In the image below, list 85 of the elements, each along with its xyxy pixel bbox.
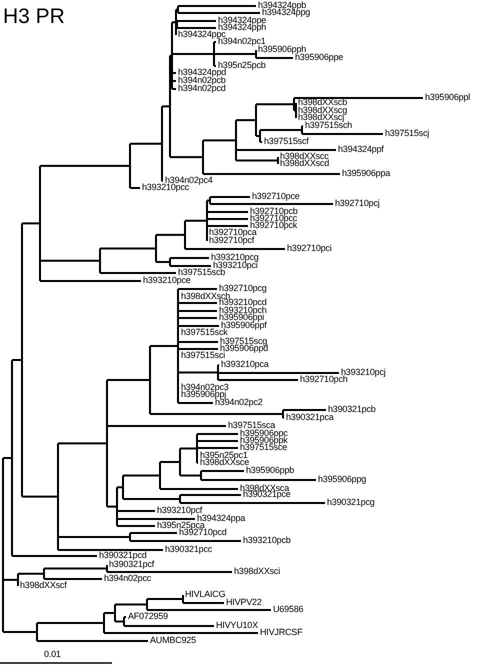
taxon-label: h390321pcb <box>328 405 376 414</box>
taxon-label: h393210pce <box>143 276 191 285</box>
taxon-label: h397515sci <box>181 351 226 360</box>
taxon-label: h395906ppg <box>318 475 366 484</box>
taxon-label: h394n02pcd <box>178 84 226 93</box>
taxon-label: h390321pcf <box>109 560 154 569</box>
taxon-label: h395906ppd <box>220 344 268 353</box>
taxon-label: h390321pce <box>243 490 291 499</box>
taxon-label: HIVPV22 <box>226 598 262 607</box>
taxon-label: h398dXXscc <box>280 152 329 161</box>
taxon-label: h393210pcj <box>341 368 386 377</box>
taxon-label: h393210pcg <box>211 253 259 262</box>
taxon-label: h394n02pcb <box>178 76 226 85</box>
taxon-label: h394324ppa <box>197 514 246 523</box>
taxon-label: h394324ppf <box>338 145 384 154</box>
taxon-label: U69586 <box>273 605 304 614</box>
taxon-label: h397515scb <box>178 268 226 277</box>
taxon-label: h393210pca <box>221 360 269 369</box>
taxon-label: h392710pcc <box>250 214 298 223</box>
taxon-label: h394n02pc4 <box>165 176 213 185</box>
taxon-label: h398dXXsca <box>240 484 290 493</box>
taxon-label: h394324ppe <box>218 16 266 25</box>
taxon-label: h398dXXscd <box>280 159 330 168</box>
taxon-label: h392710pch <box>300 375 348 384</box>
taxon-label: HIVJRCSF <box>260 628 302 637</box>
taxon-label: h392710pcb <box>250 207 298 216</box>
taxon-label: AUMBC925 <box>150 636 196 645</box>
taxon-label: h395906ppi <box>219 313 264 322</box>
taxon-label: h395906ppa <box>342 169 390 178</box>
taxon-label: h398dXXscf <box>20 581 67 590</box>
taxon-label: h392710pcg <box>219 284 267 293</box>
taxon-label: h397515scj <box>385 129 430 138</box>
taxon-label: h390321pcd <box>99 551 147 560</box>
taxon-label: h394324pph <box>218 23 266 32</box>
taxon-label: h394324ppg <box>262 8 310 17</box>
taxon-label: h395906ppj <box>181 390 226 399</box>
taxon-label: h394n02pc2 <box>215 398 263 407</box>
taxon-label: HIVYU10X <box>216 621 258 630</box>
taxon-label: h398dXXscj <box>298 113 344 122</box>
taxon-label: h393210pch <box>219 306 267 315</box>
taxon-label: h394n02pcc <box>104 574 152 583</box>
taxon-label: h394n02pc1 <box>218 37 266 46</box>
taxon-label: h393210pcf <box>157 506 202 515</box>
taxon-label: h397515scf <box>264 137 309 146</box>
taxon-label: h390321pcc <box>165 545 212 554</box>
taxon-label: h395906ppb <box>246 466 294 475</box>
taxon-label: h395n25pca <box>157 521 205 530</box>
taxon-label: h398dXXscb <box>298 98 348 107</box>
taxon-label: h397515scg <box>220 337 268 346</box>
taxon-label: h397515sch <box>305 121 352 130</box>
taxon-label: h394324ppc <box>178 30 226 39</box>
taxon-label: h395906ppc <box>240 429 288 438</box>
taxon-label: h393210pcd <box>219 298 267 307</box>
taxon-label: h393210pcb <box>243 536 291 545</box>
taxon-label: h395n25pcb <box>218 61 266 70</box>
taxon-label: h394324ppd <box>178 68 226 77</box>
taxon-label: AF072959 <box>128 612 168 621</box>
scale-label: 0.01 <box>44 650 61 659</box>
taxon-label: h397515sck <box>181 328 228 337</box>
taxon-label: h395906ppf <box>221 321 267 330</box>
taxon-label: h393210pcc <box>142 183 190 192</box>
taxon-label: h392710pcf <box>209 236 254 245</box>
taxon-label: HIVLAICG <box>185 590 226 599</box>
taxon-label: h392710pce <box>252 192 300 201</box>
taxon-label: h397515sce <box>240 443 288 452</box>
taxon-label: h393210pci <box>213 261 258 270</box>
taxon-label: h392710pci <box>287 244 332 253</box>
taxon-label: h397515sca <box>228 421 276 430</box>
taxon-label: h395906ppk <box>240 436 288 445</box>
taxon-label: h395906ppe <box>295 53 344 62</box>
taxon-label: h395n25pc1 <box>200 451 248 460</box>
taxon-label: h390321pcg <box>327 498 375 507</box>
taxon-label: h398dXXsci <box>234 567 280 576</box>
taxon-label: h392710pca <box>209 228 257 237</box>
taxon-label: h395906ppl <box>425 93 470 102</box>
taxon-label: h392710pcd <box>179 528 227 537</box>
taxon-label: h392710pck <box>250 221 298 230</box>
title: H3 PR <box>3 6 65 28</box>
taxon-label: h398dXXscg <box>298 106 348 115</box>
taxon-label: h392710pcj <box>335 199 380 208</box>
taxon-label: h395906pph <box>258 45 306 54</box>
taxon-label: h394n02pc3 <box>181 383 229 392</box>
taxon-label: h398dXXsce <box>200 458 250 467</box>
taxon-label: h394324ppb <box>258 1 306 10</box>
taxon-label: h390321pca <box>286 413 334 422</box>
